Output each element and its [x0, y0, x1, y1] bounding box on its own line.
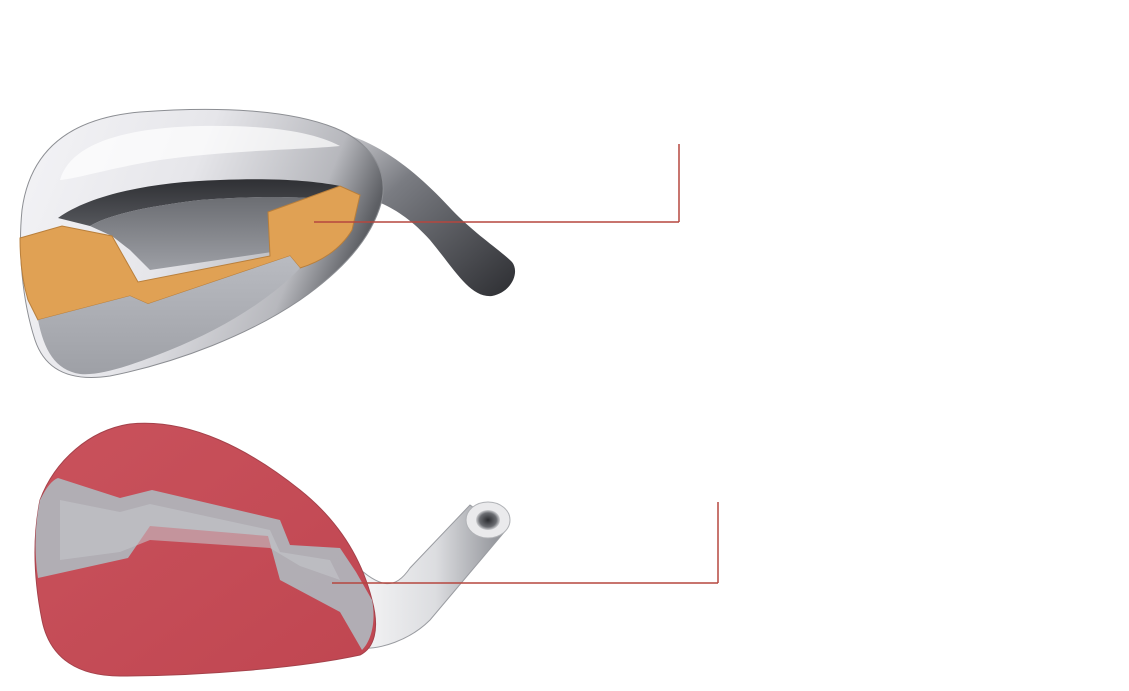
upper-highlight: [60, 125, 340, 180]
upper-wedge-back-view: [19, 108, 516, 378]
lower-wedge-face-view: [34, 422, 511, 677]
upper-leader-line: [314, 144, 680, 223]
upper-orange-insert: [19, 185, 361, 321]
hosel-bore-hole: [476, 510, 500, 530]
lower-face: [34, 422, 377, 677]
upper-sole: [38, 256, 300, 375]
lower-band-highlight: [60, 500, 340, 580]
upper-cavity: [58, 179, 340, 226]
lower-leader-line: [332, 502, 719, 584]
